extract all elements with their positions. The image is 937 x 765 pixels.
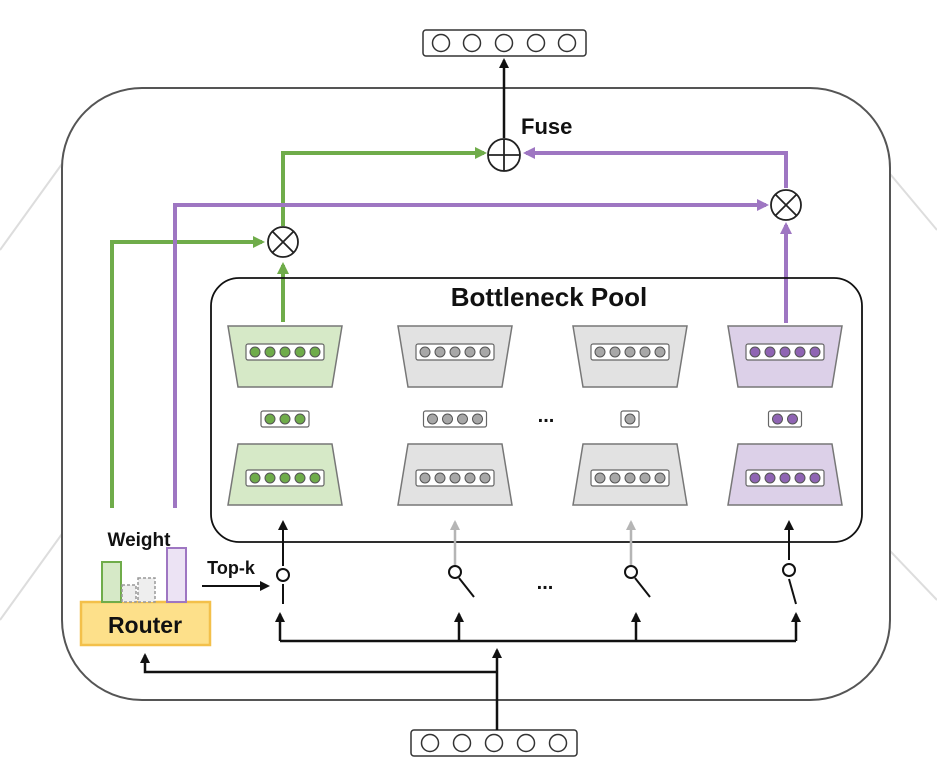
vector-cell <box>279 346 291 358</box>
switch-ellipsis: ... <box>537 572 554 594</box>
gate-switch-4 <box>782 520 797 605</box>
vector-cell <box>264 472 276 484</box>
input-vector <box>410 729 578 757</box>
green-path <box>110 147 487 508</box>
down-projection-vector <box>245 469 325 487</box>
input-bus <box>140 612 801 730</box>
vector-cell <box>639 472 651 484</box>
gate-switch-2 <box>448 520 475 598</box>
weight-bar-purple <box>166 547 187 603</box>
router-label: Router <box>108 612 182 638</box>
multiply-node-purple <box>770 189 802 221</box>
down-projection-vector <box>590 469 670 487</box>
vector-cell <box>279 472 291 484</box>
weight-bar-gray-1 <box>121 584 137 603</box>
vector-cell <box>624 346 636 358</box>
vector-cell <box>794 346 806 358</box>
vector-cell <box>294 346 306 358</box>
vector-cell <box>249 472 261 484</box>
output-vector <box>422 29 587 57</box>
vector-cell <box>249 346 261 358</box>
bottleneck-vector <box>620 410 640 428</box>
bottleneck-pool <box>210 277 863 543</box>
vector-cell <box>472 413 483 425</box>
switch-gates <box>276 520 797 605</box>
vector-cell <box>764 346 776 358</box>
output-vector-cells <box>431 33 577 53</box>
expert-4-selected <box>727 325 843 506</box>
vector-cell <box>434 346 446 358</box>
gate-switch-3 <box>624 520 651 598</box>
vector-cell <box>294 472 306 484</box>
down-projection-vector <box>415 469 495 487</box>
expert-3-inactive <box>572 325 688 506</box>
vector-cell <box>479 346 491 358</box>
input-vector-cells <box>420 733 568 753</box>
expert-bottlenecks <box>227 325 843 506</box>
vector-cell <box>624 472 636 484</box>
vector-cell <box>419 472 431 484</box>
vector-cell <box>639 346 651 358</box>
vector-cell <box>794 472 806 484</box>
pool-ellipsis: ... <box>538 405 555 427</box>
vector-cell <box>764 472 776 484</box>
vector-cell <box>449 346 461 358</box>
fuse-node <box>487 138 521 172</box>
fuse-label: Fuse <box>521 114 572 139</box>
vector-cell <box>749 472 761 484</box>
vector-cell <box>787 413 798 425</box>
vector-cell <box>772 413 783 425</box>
weight-bar-green <box>101 561 122 603</box>
vector-cell <box>449 472 461 484</box>
up-projection-vector <box>415 343 495 361</box>
up-projection-vector <box>590 343 670 361</box>
vector-cell <box>309 346 321 358</box>
topk-label: Top-k <box>207 558 256 578</box>
vector-cell <box>264 346 276 358</box>
vector-cell <box>809 346 821 358</box>
vector-cell <box>624 413 636 425</box>
down-projection-vector <box>745 469 825 487</box>
vector-cell <box>309 472 321 484</box>
vector-cell <box>609 346 621 358</box>
pool-title: Bottleneck Pool <box>451 282 647 312</box>
bottleneck-vector <box>767 410 803 428</box>
weight-label: Weight <box>108 530 172 551</box>
vector-cell <box>749 346 761 358</box>
up-projection-vector <box>245 343 325 361</box>
up-projection-vector <box>745 343 825 361</box>
vector-cell <box>464 346 476 358</box>
vector-cell <box>594 472 606 484</box>
vector-cell <box>279 413 291 425</box>
bottleneck-vector <box>260 410 310 428</box>
vector-cell <box>434 472 446 484</box>
vector-cell <box>294 413 306 425</box>
vector-cell <box>654 346 666 358</box>
vector-cell <box>457 413 468 425</box>
vector-cell <box>609 472 621 484</box>
vector-cell <box>419 346 431 358</box>
vector-cell <box>779 346 791 358</box>
vector-cell <box>264 413 276 425</box>
weight-bar-gray-2 <box>137 577 156 603</box>
bottleneck-vector <box>422 410 488 428</box>
gate-switch-1 <box>276 520 290 604</box>
expert-2-inactive <box>397 325 513 506</box>
vector-cell <box>427 413 438 425</box>
vector-cell <box>594 346 606 358</box>
purple-path <box>173 147 792 508</box>
vector-cell <box>464 472 476 484</box>
vector-cell <box>779 472 791 484</box>
vector-cell <box>654 472 666 484</box>
vector-cell <box>479 472 491 484</box>
vector-cell <box>809 472 821 484</box>
vector-cell <box>442 413 453 425</box>
expert-1-selected <box>227 325 343 506</box>
multiply-node-green <box>267 226 299 258</box>
